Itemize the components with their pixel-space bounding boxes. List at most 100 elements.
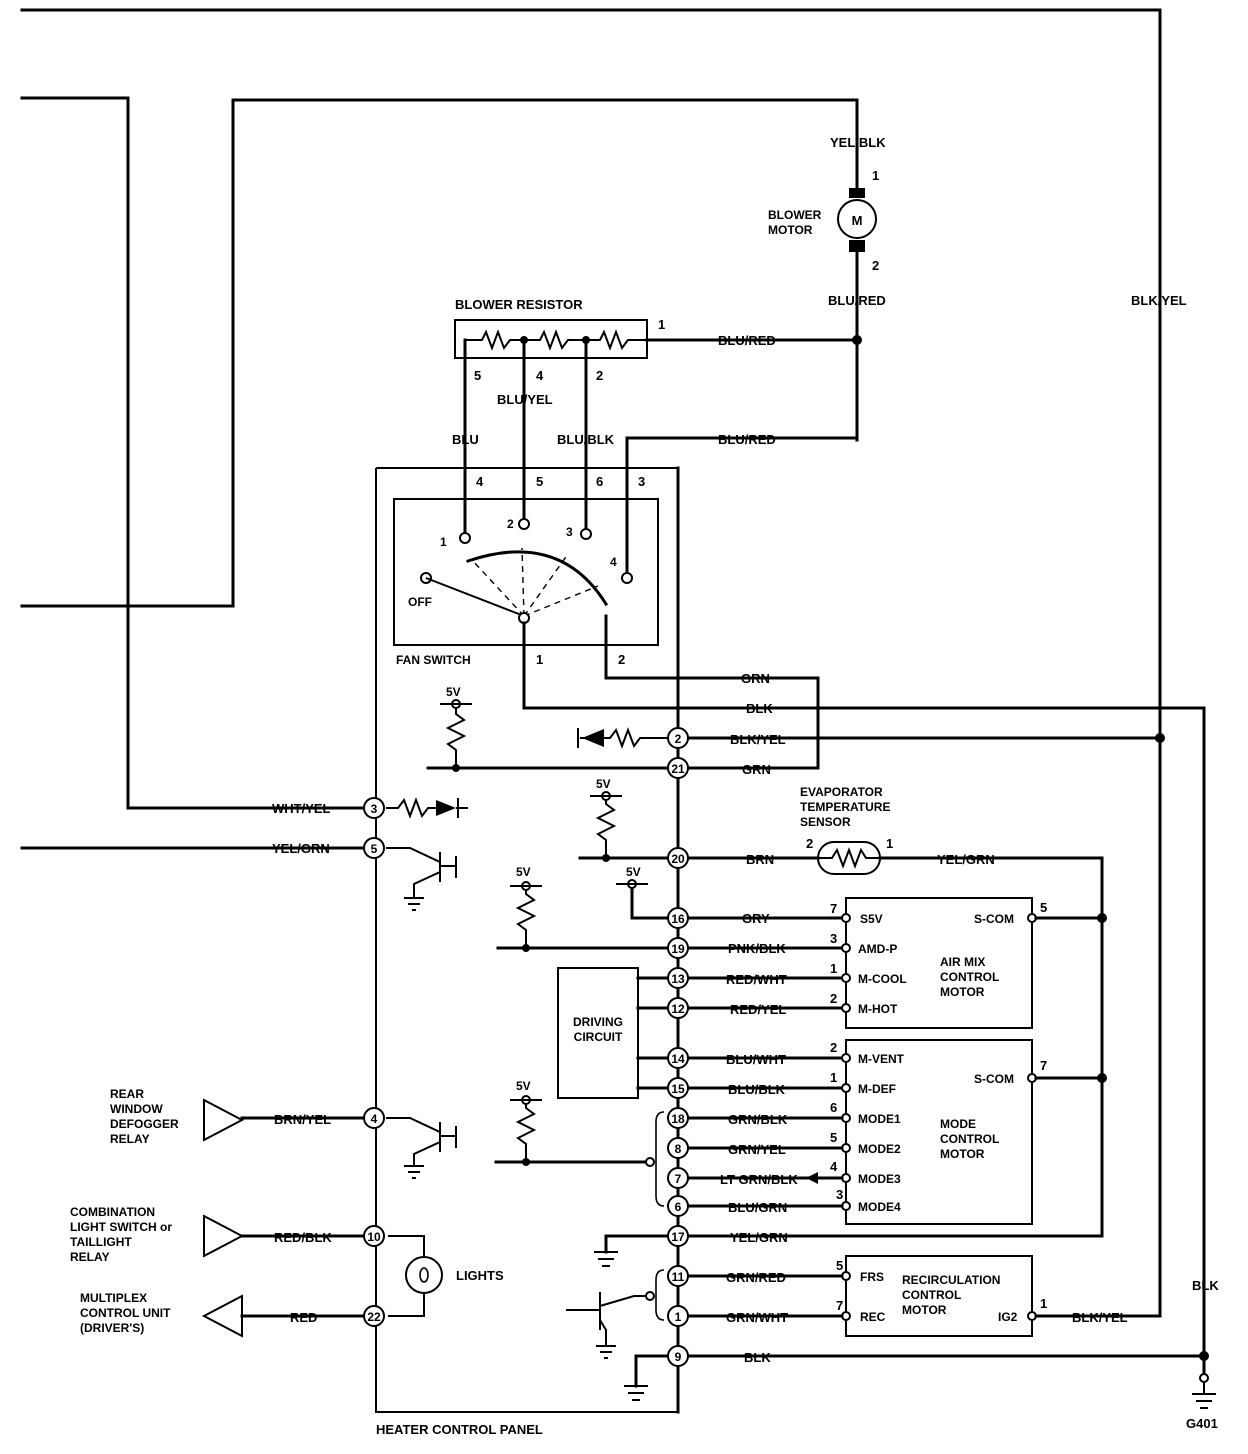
label-blu-wht: BLU/WHT bbox=[726, 1052, 786, 1067]
pin-m-cool: M-COOL bbox=[858, 972, 907, 986]
mm-pin-4: 4 bbox=[830, 1159, 838, 1174]
label-brn-yel: BRN/YEL bbox=[274, 1112, 331, 1127]
am-pin-7: 7 bbox=[830, 901, 837, 916]
pin-mode4: MODE4 bbox=[858, 1200, 901, 1214]
dash-3 bbox=[523, 553, 569, 617]
driving-circuit-box bbox=[557, 967, 639, 1099]
mm-pin-3: 3 bbox=[836, 1187, 843, 1202]
fan-pin-3: 3 bbox=[638, 474, 645, 489]
t5-emitter bbox=[413, 871, 441, 898]
transistor-4 bbox=[386, 1117, 441, 1134]
label-gry: GRY bbox=[742, 911, 770, 926]
fan-pin-5: 5 bbox=[536, 474, 543, 489]
scom-pin-7: 7 bbox=[1040, 1058, 1047, 1073]
pullup-resistor-19 bbox=[515, 888, 537, 948]
pin-s-com-1: S-COM bbox=[974, 912, 1014, 926]
label-blu-red-3: BLU/RED bbox=[718, 432, 776, 447]
svg-text:5: 5 bbox=[371, 842, 378, 856]
label-blu-grn: BLU/GRN bbox=[728, 1200, 787, 1215]
pin-amd-p: AMD-P bbox=[858, 942, 897, 956]
pin-frs: FRS bbox=[860, 1270, 884, 1284]
svg-text:10: 10 bbox=[367, 1230, 381, 1244]
recirc-motor-box bbox=[845, 1255, 1033, 1337]
fan-contact-2 bbox=[518, 518, 530, 530]
svg-text:8: 8 bbox=[675, 1142, 682, 1156]
svg-text:4: 4 bbox=[371, 1112, 378, 1126]
label-blk-1: BLK bbox=[746, 701, 773, 716]
diode-3 bbox=[436, 800, 456, 816]
svg-text:13: 13 bbox=[671, 972, 685, 986]
fan-contact-4 bbox=[621, 572, 633, 584]
lights-label: LIGHTS bbox=[456, 1268, 504, 1283]
mm-t1 bbox=[841, 1053, 851, 1063]
label-blk-2: BLK bbox=[744, 1350, 771, 1365]
mode-node bbox=[645, 1157, 655, 1167]
label-blu-blk-2: BLU/BLK bbox=[728, 1082, 786, 1097]
label-lt-grn-blk: LT GRN/BLK bbox=[720, 1172, 798, 1187]
wire-blk-fan bbox=[522, 621, 1206, 1378]
svg-text:3: 3 bbox=[371, 802, 378, 816]
pin-4-resistor: 4 bbox=[536, 368, 544, 383]
dash-2 bbox=[521, 547, 525, 617]
wire-16-in bbox=[630, 888, 670, 920]
mode-bracket bbox=[655, 1111, 665, 1207]
wire-yel-grn-sensor bbox=[688, 856, 1104, 1238]
label-yel-blk: YEL/BLK bbox=[830, 135, 886, 150]
svg-text:11: 11 bbox=[672, 1270, 685, 1284]
pin-s5v: S5V bbox=[860, 912, 883, 926]
svg-text:20: 20 bbox=[671, 852, 685, 866]
label-yel-grn-3: YEL/GRN bbox=[730, 1230, 788, 1245]
resistor-3 bbox=[386, 797, 440, 819]
wire-wht-yel-loop bbox=[20, 96, 364, 810]
am-pin-1: 1 bbox=[830, 961, 837, 976]
label-grn-red: GRN/RED bbox=[726, 1270, 786, 1285]
svg-text:17: 17 bbox=[671, 1230, 685, 1244]
fan-pin-4: 4 bbox=[476, 474, 484, 489]
am-pin-2: 2 bbox=[830, 991, 837, 1006]
pin-rec: REC bbox=[860, 1310, 886, 1324]
wire-17-gnd bbox=[604, 1234, 670, 1254]
svg-text:12: 12 bbox=[671, 1002, 685, 1016]
left-terminals: 3 5 4 10 22 bbox=[363, 797, 385, 1327]
label-blu-red-2: BLU/RED bbox=[718, 333, 776, 348]
svg-text:6: 6 bbox=[675, 1200, 682, 1214]
label-blu-yel: BLU/YEL bbox=[497, 392, 553, 407]
label-red-blk: RED/BLK bbox=[274, 1230, 332, 1245]
label-red: RED bbox=[290, 1310, 317, 1325]
wire-blu-red-switch bbox=[625, 338, 859, 574]
resistor-zigzag bbox=[465, 329, 647, 351]
wire-yel-blk-loop bbox=[20, 98, 859, 608]
label-blk-yel-right: BLK/YEL bbox=[1131, 293, 1187, 308]
svg-text:15: 15 bbox=[671, 1082, 685, 1096]
svg-text:21: 21 bbox=[671, 762, 685, 776]
label-blu: BLU bbox=[452, 432, 479, 447]
lights-bulb bbox=[405, 1256, 443, 1294]
v5-label-1: 5V bbox=[446, 685, 461, 699]
label-yel-grn-2: YEL/GRN bbox=[937, 852, 995, 867]
wire-9-gnd bbox=[634, 1354, 670, 1388]
svg-text:2: 2 bbox=[675, 732, 682, 746]
blower-resistor-label: BLOWER RESISTOR bbox=[455, 297, 583, 312]
pin-m-def: M-DEF bbox=[858, 1082, 896, 1096]
svg-text:1: 1 bbox=[675, 1310, 682, 1324]
label-blk-3: BLK bbox=[1192, 1278, 1219, 1293]
rc-pin-1: 1 bbox=[1040, 1296, 1047, 1311]
pin-2-resistor: 2 bbox=[596, 368, 603, 383]
pin-5-resistor: 5 bbox=[474, 368, 481, 383]
am-pin-3: 3 bbox=[830, 931, 837, 946]
label-blk-yel-2: BLK/YEL bbox=[730, 732, 786, 747]
pos-2: 2 bbox=[507, 517, 514, 531]
g401-node bbox=[1199, 1373, 1209, 1383]
pullup-resistor-mode bbox=[515, 1102, 537, 1162]
scom-pin-5: 5 bbox=[1040, 900, 1047, 915]
svg-text:7: 7 bbox=[675, 1172, 682, 1186]
v5-label-2: 5V bbox=[596, 777, 611, 791]
switch-blade bbox=[425, 577, 525, 617]
label-blu-blk: BLU/BLK bbox=[557, 432, 615, 447]
wire-blk-yel-top bbox=[20, 8, 1162, 1318]
blower-motor-symbol bbox=[837, 199, 877, 239]
